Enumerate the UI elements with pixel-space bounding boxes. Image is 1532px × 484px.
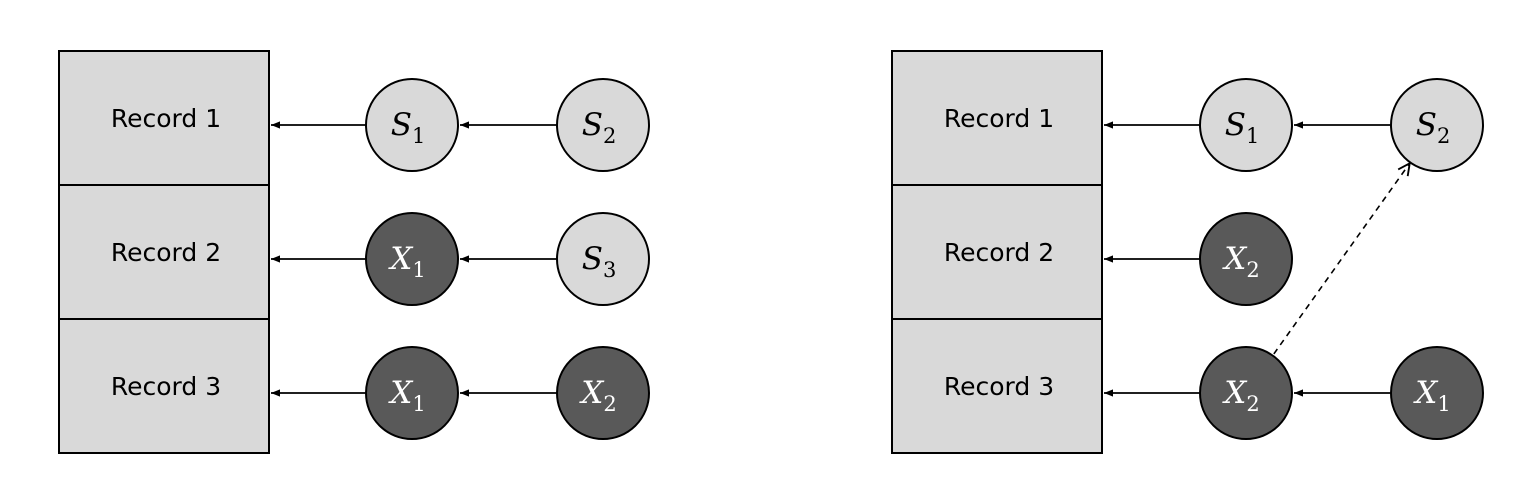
node-label: S2 [1416,107,1451,148]
node-letter: S [582,241,603,277]
record-rect [58,318,270,454]
node-letter: X [1413,375,1439,411]
node-subscript: 1 [1246,124,1259,148]
node-letter: X [388,241,414,277]
node-letter: X [1222,375,1248,411]
node-subscript: 2 [1246,392,1259,416]
node-label: X2 [1222,375,1259,416]
node-letter: S [1416,107,1437,143]
record-box: Record 1 [58,50,270,186]
record-box: Record 3 [58,318,270,454]
record-label: Record 2 [944,238,1054,267]
node-circle [1199,346,1293,440]
record-label: Record 1 [111,104,221,133]
node-circle [556,346,650,440]
node-letter: S [391,107,412,143]
node-subscript: 1 [412,392,425,416]
node-label: X2 [1222,241,1259,282]
record-rect [891,318,1103,454]
dashed-link-arrow [1273,163,1410,355]
node-x2: X2 [1199,212,1293,306]
record-label: Record 3 [944,372,1054,401]
record-label: Record 2 [111,238,221,267]
node-subscript: 2 [603,392,616,416]
node-s1: S1 [1199,78,1293,172]
node-subscript: 2 [1437,124,1450,148]
record-label: Record 1 [944,104,1054,133]
record-rect [891,184,1103,320]
record-box: Record 1 [891,50,1103,186]
node-x2: X2 [1199,346,1293,440]
node-circle [365,346,459,440]
node-label: X1 [388,375,425,416]
record-rect [58,184,270,320]
record-box: Record 2 [891,184,1103,320]
node-letter: X [388,375,414,411]
node-circle [1390,78,1484,172]
record-rect [58,50,270,186]
record-box: Record 3 [891,318,1103,454]
node-subscript: 3 [603,258,616,282]
node-subscript: 2 [1246,258,1259,282]
node-circle [556,78,650,172]
record-rect [891,50,1103,186]
node-label: X1 [1413,375,1450,416]
node-circle [365,212,459,306]
node-circle [556,212,650,306]
node-subscript: 1 [412,124,425,148]
node-letter: X [1222,241,1248,277]
node-circle [1199,78,1293,172]
node-label: S3 [582,241,617,282]
node-label: S1 [391,107,426,148]
node-label: X2 [579,375,616,416]
node-x1: X1 [1390,346,1484,440]
node-label: S2 [582,107,617,148]
node-circle [365,78,459,172]
node-s3: S3 [556,212,650,306]
node-s2: S2 [1390,78,1484,172]
record-box: Record 2 [58,184,270,320]
node-subscript: 1 [1437,392,1450,416]
node-label: S1 [1225,107,1260,148]
node-x1: X1 [365,212,459,306]
node-circle [1199,212,1293,306]
node-x2: X2 [556,346,650,440]
node-letter: S [1225,107,1246,143]
node-subscript: 1 [412,258,425,282]
node-subscript: 2 [603,124,616,148]
node-x1: X1 [365,346,459,440]
node-letter: S [582,107,603,143]
node-label: X1 [388,241,425,282]
node-s2: S2 [556,78,650,172]
node-s1: S1 [365,78,459,172]
node-circle [1390,346,1484,440]
node-letter: X [579,375,605,411]
record-label: Record 3 [111,372,221,401]
